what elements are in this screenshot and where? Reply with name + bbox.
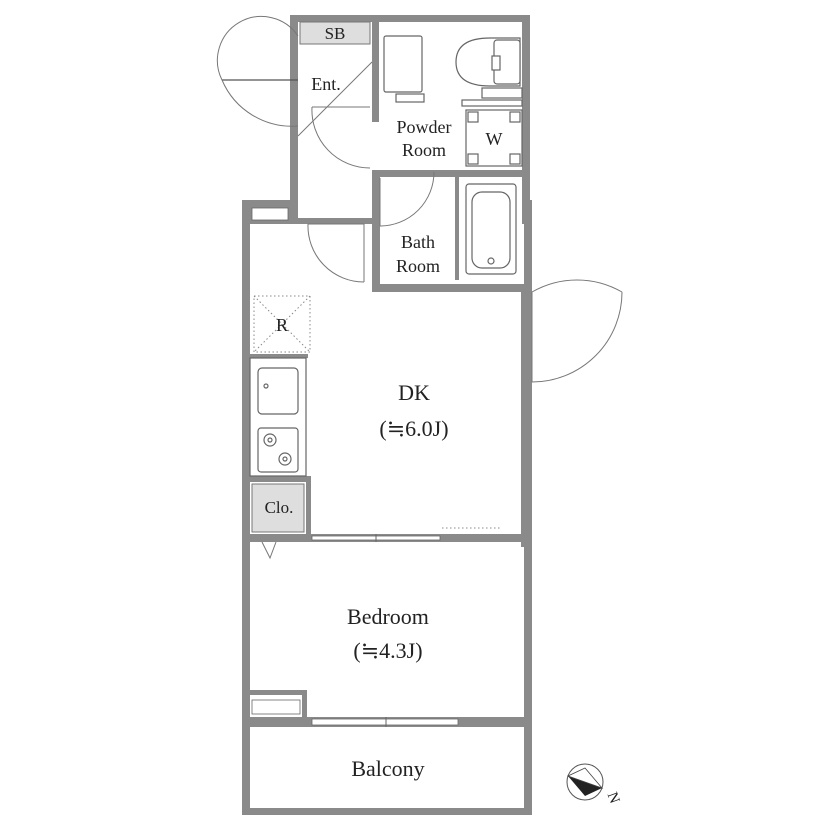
stove <box>257 427 299 473</box>
washer <box>465 109 523 167</box>
entrance-label: Ent. <box>311 74 341 94</box>
shoe-box-label: SB <box>325 24 346 43</box>
dk-size-label: (≒6.0J) <box>379 416 448 441</box>
windows <box>251 207 500 727</box>
kitchen-sink <box>257 367 299 415</box>
refrigerator-space <box>253 295 311 353</box>
bedroom-name-label: Bedroom <box>347 604 429 629</box>
refrigerator-label: R <box>276 315 288 335</box>
bedroom-size-label: (≒4.3J) <box>353 638 422 663</box>
toilet <box>455 37 521 87</box>
powder-room-label-1: Powder <box>397 117 452 137</box>
bathtub <box>465 183 517 275</box>
fixtures <box>249 21 523 533</box>
closet-label: Clo. <box>265 498 294 517</box>
dk-name-label: DK <box>398 380 430 405</box>
wash-basin <box>383 35 423 93</box>
bath-room-label-1: Bath <box>401 232 435 252</box>
bath-room-label-2: Room <box>396 256 440 276</box>
north-arrow: N <box>566 763 623 806</box>
closet <box>251 483 305 533</box>
powder-room-label-2: Room <box>402 140 446 160</box>
washer-label: W <box>486 129 503 149</box>
balcony-label: Balcony <box>351 756 424 781</box>
labels: SB Ent. Powder Room W Bath Room R DK (≒6… <box>265 24 503 781</box>
doors <box>216 15 623 560</box>
north-label: N <box>604 790 623 806</box>
shoe-box <box>299 21 371 45</box>
